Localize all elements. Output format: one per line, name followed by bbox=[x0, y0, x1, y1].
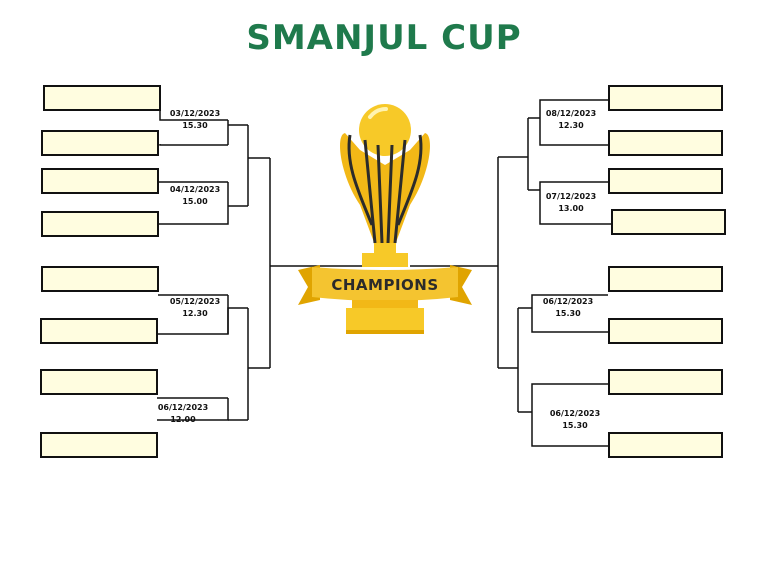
team-slot[interactable] bbox=[608, 85, 723, 111]
match-time: 15.30 bbox=[182, 121, 208, 130]
team-slot[interactable] bbox=[608, 369, 723, 395]
team-slot[interactable] bbox=[41, 266, 159, 292]
team-slot[interactable] bbox=[608, 266, 723, 292]
match-schedule: 06/12/2023 15.30 bbox=[533, 296, 603, 320]
match-time: 13.00 bbox=[558, 204, 584, 213]
match-date: 07/12/2023 bbox=[545, 192, 597, 201]
match-date: 06/12/2023 bbox=[157, 403, 209, 412]
match-date: 04/12/2023 bbox=[169, 185, 221, 194]
match-time: 12.00 bbox=[170, 415, 196, 424]
page-title: SMANJUL CUP bbox=[246, 18, 522, 58]
match-time: 12.30 bbox=[558, 121, 584, 130]
team-slot[interactable] bbox=[611, 209, 726, 235]
match-date: 05/12/2023 bbox=[169, 297, 221, 306]
match-date: 03/12/2023 bbox=[169, 109, 221, 118]
team-slot[interactable] bbox=[608, 168, 723, 194]
team-slot[interactable] bbox=[41, 130, 159, 156]
team-slot[interactable] bbox=[41, 211, 159, 237]
team-slot[interactable] bbox=[608, 432, 723, 458]
match-schedule: 04/12/2023 15.00 bbox=[160, 184, 230, 208]
team-slot[interactable] bbox=[608, 318, 723, 344]
trophy-icon bbox=[298, 104, 472, 334]
team-slot[interactable] bbox=[608, 130, 723, 156]
team-slot[interactable] bbox=[40, 318, 158, 344]
match-schedule: 07/12/2023 13.00 bbox=[536, 191, 606, 215]
champions-banner: CHAMPIONS bbox=[331, 276, 439, 294]
match-time: 15.00 bbox=[182, 197, 208, 206]
team-slot[interactable] bbox=[40, 369, 158, 395]
match-time: 12.30 bbox=[182, 309, 208, 318]
team-slot[interactable] bbox=[41, 168, 159, 194]
team-slot[interactable] bbox=[43, 85, 161, 111]
match-date: 06/12/2023 bbox=[549, 409, 601, 418]
match-schedule: 06/12/2023 15.30 bbox=[540, 408, 610, 432]
match-time: 15.30 bbox=[555, 309, 581, 318]
match-schedule: 03/12/2023 15.30 bbox=[160, 108, 230, 132]
match-schedule: 05/12/2023 12.30 bbox=[160, 296, 230, 320]
match-date: 06/12/2023 bbox=[542, 297, 594, 306]
match-schedule: 06/12/2023 12.00 bbox=[148, 402, 218, 426]
team-slot[interactable] bbox=[40, 432, 158, 458]
match-time: 15.30 bbox=[562, 421, 588, 430]
match-date: 08/12/2023 bbox=[545, 109, 597, 118]
match-schedule: 08/12/2023 12.30 bbox=[536, 108, 606, 132]
